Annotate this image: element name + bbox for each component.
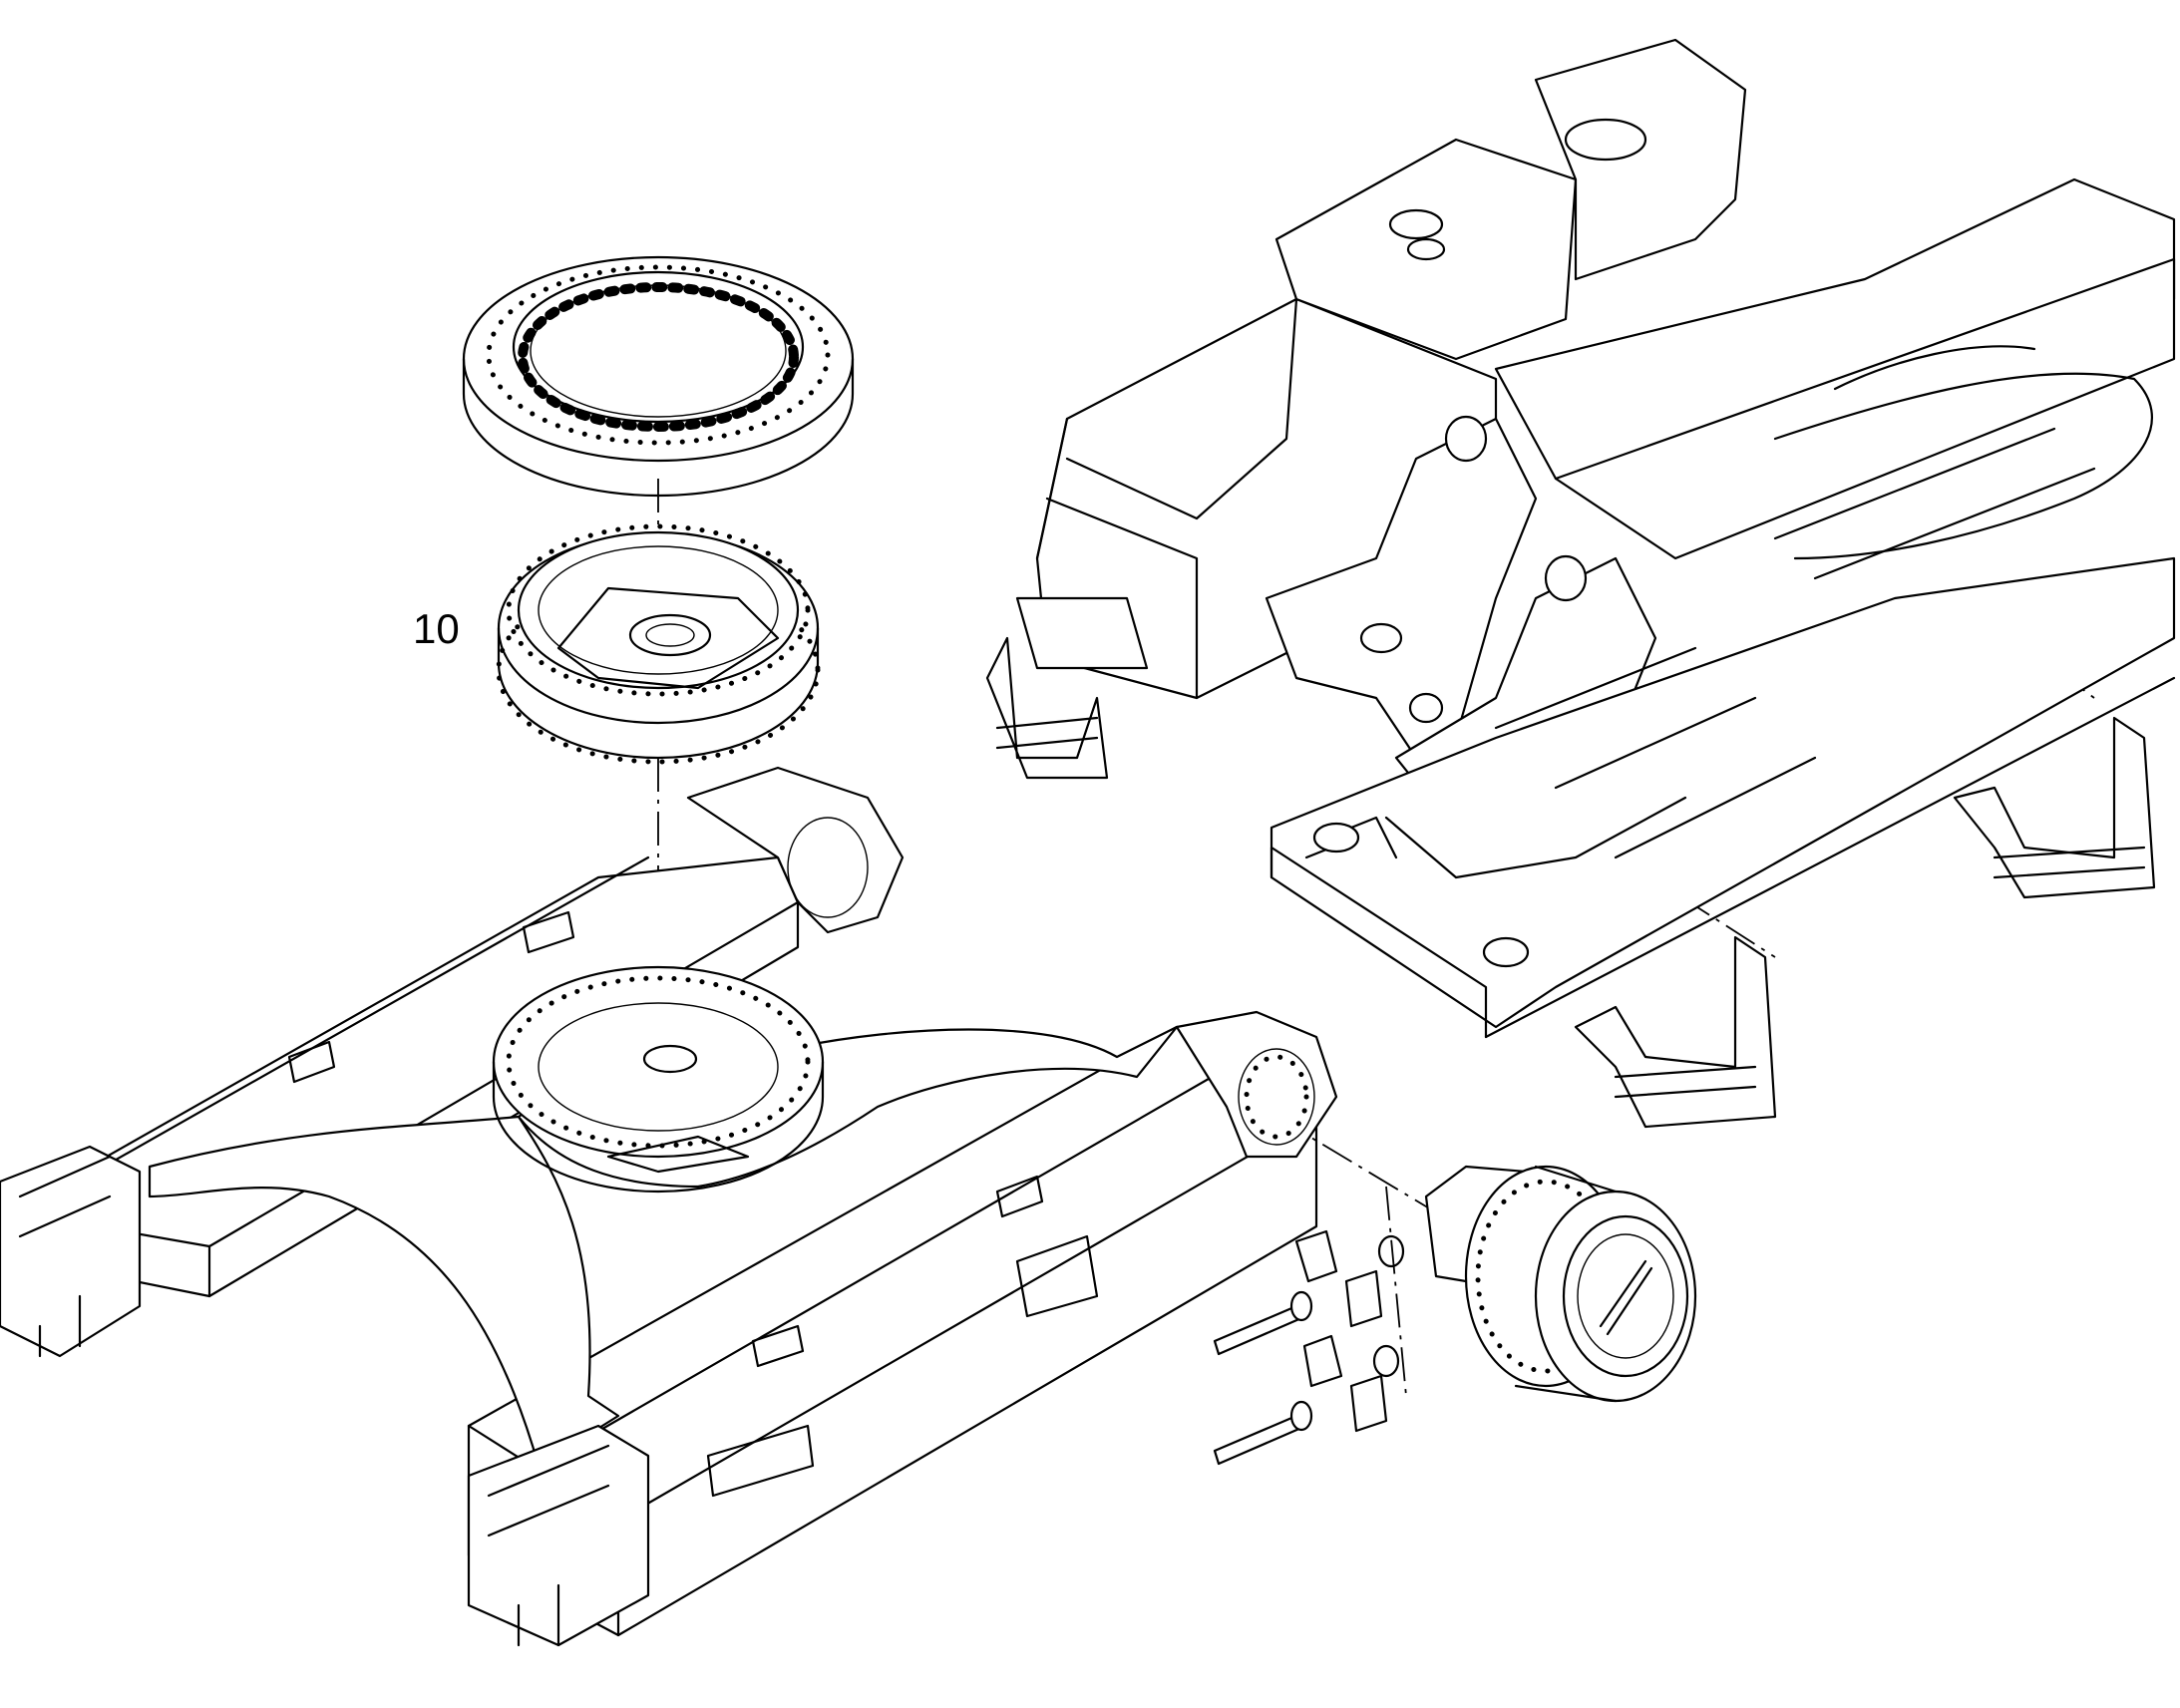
- undercarriage-frame: [0, 766, 1338, 1647]
- bolts-and-clamps: [1213, 1229, 1405, 1466]
- step-bracket-right-1: [1574, 935, 1777, 1129]
- upper-frame: [1035, 38, 2176, 1039]
- step-bracket-right-2: [1953, 716, 2156, 899]
- step-bracket-left: [985, 596, 1149, 780]
- slewing-gear-ring: [462, 255, 855, 498]
- slewing-bearing: [496, 523, 821, 765]
- callout-label-10: 10: [413, 605, 460, 652]
- travel-drive-motor: [1424, 1165, 1697, 1403]
